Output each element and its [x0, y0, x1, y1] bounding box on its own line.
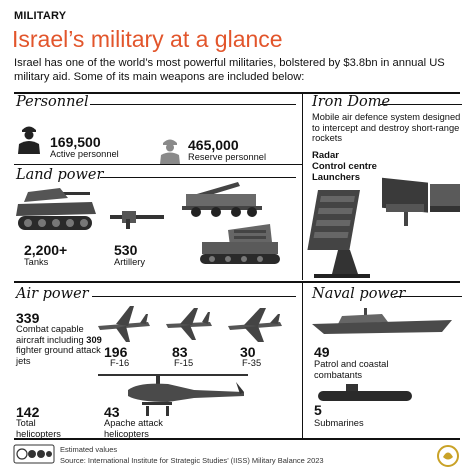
f35-jet-icon — [226, 304, 284, 344]
rocket-launcher-icon — [198, 224, 284, 266]
soldier-icon — [16, 122, 42, 154]
active-personnel-value: 169,500 — [50, 134, 101, 150]
air-power-title: Air power — [16, 286, 89, 302]
personnel-title: Personnel — [16, 94, 89, 110]
f35-label: F-35 — [242, 358, 262, 368]
apache-value: 43 — [104, 404, 120, 420]
apache-label: Apache attack helicopters — [104, 418, 163, 439]
page-title: Israel’s military at a glance — [12, 26, 283, 52]
iron-dome-battery-illustration — [307, 160, 464, 278]
column-divider-bottom — [302, 283, 303, 438]
tanks-value: 2,200+ — [24, 242, 68, 258]
submarines-value: 5 — [314, 402, 322, 418]
reserve-personnel-label: Reserve personnel — [188, 152, 267, 162]
tanks-label: Tanks — [24, 257, 49, 267]
artillery-gun-icon — [110, 206, 164, 230]
f16-label: F-16 — [110, 358, 130, 368]
tank-icon — [14, 184, 98, 236]
iron-dome-component-launchers: Launchers — [312, 172, 361, 183]
f16-value: 196 — [104, 344, 128, 360]
reserve-soldier-icon — [158, 136, 182, 164]
combat-aircraft-highlight: 309 — [86, 334, 102, 345]
personnel-title-rule — [90, 104, 296, 105]
bottom-divider — [14, 438, 460, 440]
air-power-title-rule — [92, 296, 296, 297]
naval-power-title: Naval power — [312, 286, 406, 302]
artillery-value: 530 — [114, 242, 138, 258]
footer-source: Source: International Institute for Stra… — [60, 456, 324, 465]
submarines-label: Submarines — [314, 418, 364, 428]
combat-aircraft-label-after: fighter ground attack jets — [16, 345, 101, 366]
patrol-value: 49 — [314, 344, 330, 360]
column-divider-top — [302, 94, 303, 280]
helicopters-label: Total helicopters — [16, 418, 61, 439]
apache-helicopter-icon — [98, 368, 248, 420]
f35-value: 30 — [240, 344, 256, 360]
category-tag: MILITARY — [14, 10, 67, 22]
f15-label: F-15 — [174, 358, 194, 368]
land-power-title-rule — [100, 177, 296, 178]
f16-jet-icon — [96, 304, 152, 344]
iron-dome-component-radar: Radar — [312, 150, 339, 161]
f15-jet-icon — [164, 304, 214, 344]
combat-aircraft-value: 339 — [16, 310, 40, 326]
iron-dome-title-rule — [380, 104, 462, 105]
footer-note: Estimated values — [60, 445, 118, 454]
iron-dome-component-control: Control centre — [312, 161, 377, 172]
patrol-label: Patrol and coastal combatants — [314, 359, 389, 380]
patrol-ship-icon — [312, 306, 452, 336]
f15-value: 83 — [172, 344, 188, 360]
naval-power-title-rule — [394, 296, 462, 297]
iron-dome-description: Mobile air defence system designed to in… — [312, 112, 461, 143]
submarine-icon — [316, 382, 416, 404]
combat-aircraft-label-before: Combat capable aircraft including — [16, 324, 84, 345]
self-propelled-howitzer-icon — [182, 178, 272, 218]
reserve-personnel-value: 465,000 — [188, 137, 239, 153]
combat-aircraft-description: Combat capable aircraft including 309 fi… — [16, 324, 108, 366]
aljazeera-logo — [436, 444, 460, 468]
iron-dome-title: Iron Dome — [312, 94, 391, 110]
helicopters-value: 142 — [16, 404, 40, 420]
active-personnel-label: Active personnel — [50, 149, 119, 159]
land-power-title: Land power — [16, 167, 104, 183]
middle-divider — [14, 281, 460, 283]
artillery-label: Artillery — [114, 257, 145, 267]
cc-license-badge — [13, 444, 55, 464]
personnel-bottom-rule — [14, 164, 302, 165]
top-divider — [14, 92, 460, 94]
intro-text: Israel has one of the world’s most power… — [14, 57, 445, 83]
